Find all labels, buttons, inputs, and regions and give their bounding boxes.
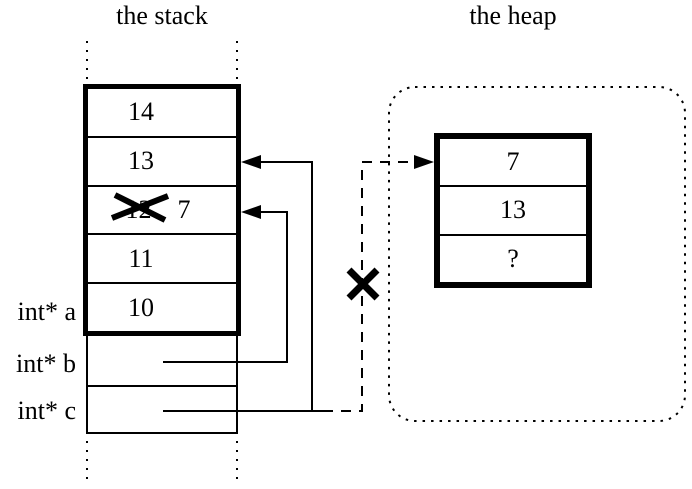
invalid-pointer-x-icon [346, 267, 380, 301]
pointer-label-c: int* c [17, 396, 77, 425]
heap-cell-value: ? [507, 243, 519, 273]
stack-cell-old-value: 12 [125, 194, 152, 224]
pointer-cells-box [86, 336, 238, 434]
stack-cell-value: 14 [128, 97, 154, 127]
stack-cell-value: 13 [128, 146, 154, 176]
stack-cell: 13 [88, 138, 236, 187]
right-arrowhead-icon [414, 155, 434, 169]
pointer-label-b: int* b [16, 349, 76, 378]
stack-cell-new-value: 7 [177, 194, 191, 224]
dangling-pointer-arrow-dashed [323, 155, 434, 412]
stack-cell-value: 10 [128, 292, 154, 322]
heap-title: the heap [469, 1, 557, 30]
heap-cell: 13 [440, 187, 586, 236]
stack-cell: 10 [88, 284, 236, 331]
left-arrowhead-icon [241, 155, 261, 169]
pointer-cells-divider [88, 385, 236, 387]
heap-cell: 7 [440, 139, 586, 188]
heap-cell-value: 13 [500, 195, 526, 225]
stack-cell: 11 [88, 235, 236, 285]
heap-cell: ? [440, 236, 586, 282]
pointer-label-a: int* a [17, 297, 77, 326]
heap-object-box: 7 13 ? [434, 133, 592, 288]
stack-cell-corrected: 12 7 [88, 187, 236, 236]
stack-cell: 14 [88, 89, 236, 138]
stack-cell-value: 11 [128, 243, 154, 273]
stack-frame-box: 14 13 12 7 11 10 [83, 84, 241, 336]
stack-title: the stack [116, 1, 208, 30]
heap-cell-value: 7 [506, 147, 520, 177]
left-arrowhead-icon [241, 205, 261, 219]
